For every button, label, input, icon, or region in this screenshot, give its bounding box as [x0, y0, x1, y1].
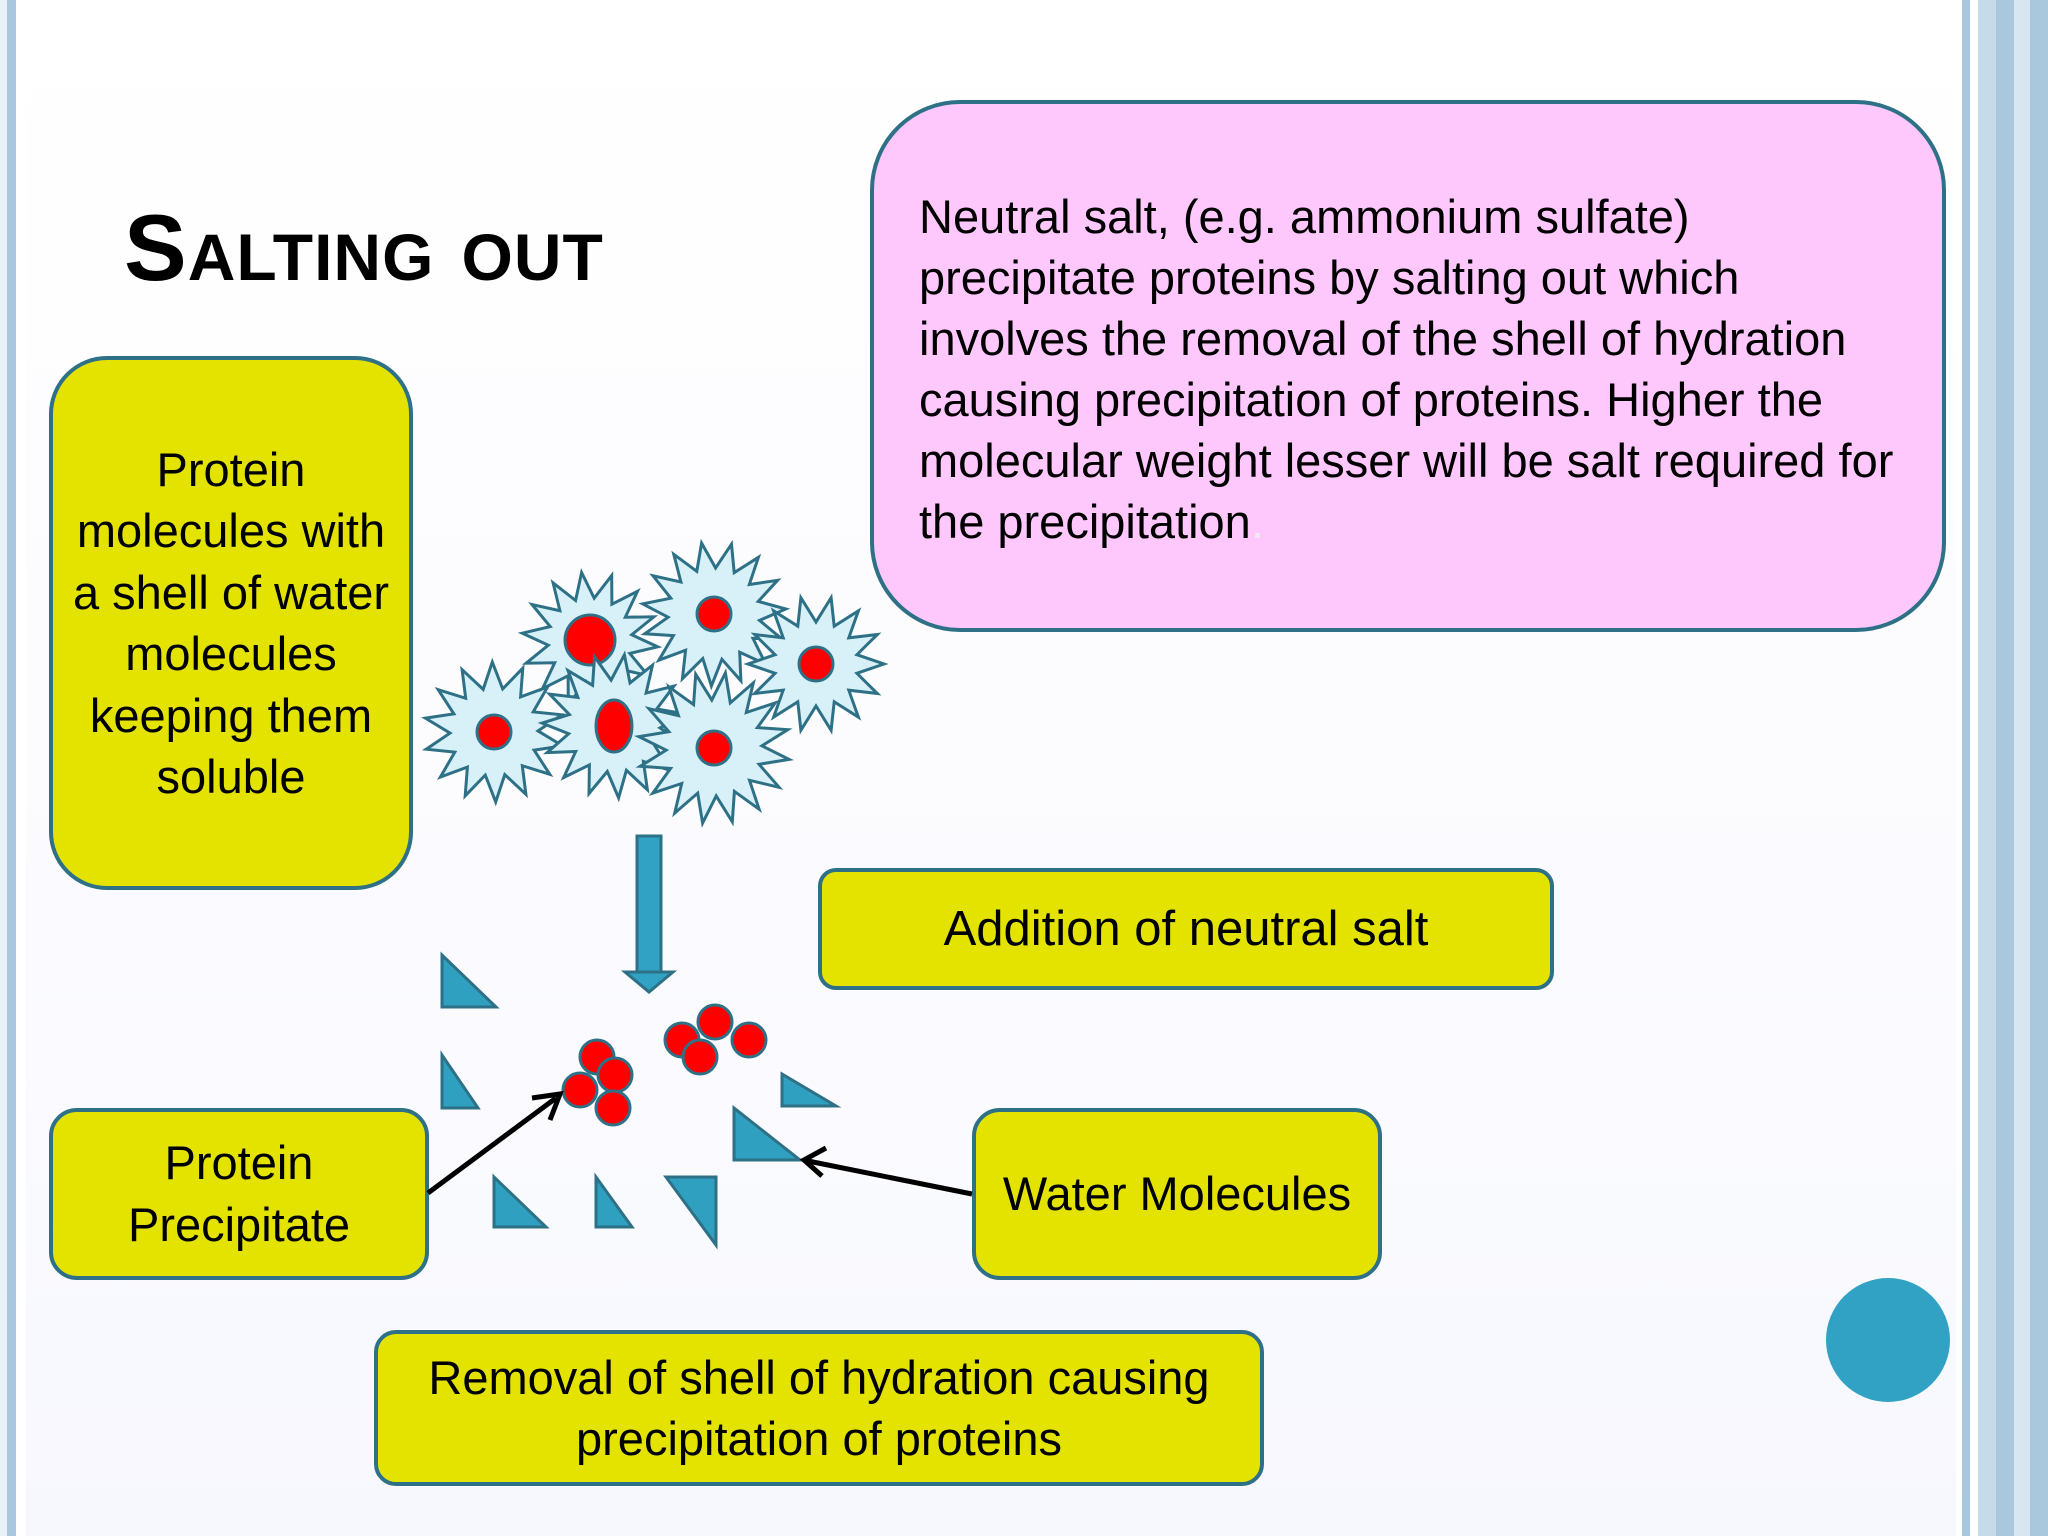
protein-core-icon	[695, 729, 733, 767]
hydrated-protein	[634, 668, 794, 828]
protein-precipitate-clusters	[561, 1003, 768, 1127]
water-molecule-icon	[440, 951, 500, 1009]
water-molecule-icon	[732, 1104, 805, 1162]
protein-core-icon	[594, 698, 634, 754]
free-water-molecules	[440, 951, 842, 1250]
precipitated-protein-icon	[681, 1038, 719, 1076]
label-addition-of-salt: Addition of neutral salt	[818, 868, 1554, 990]
description-box: Neutral salt, (e.g. ammonium sulfate) pr…	[870, 100, 1946, 632]
decorative-circle	[1826, 1278, 1950, 1402]
precipitated-protein-icon	[730, 1021, 768, 1059]
hydrated-protein	[743, 593, 889, 735]
protein-core-icon	[695, 595, 733, 633]
hydrated-protein-cluster	[421, 538, 889, 828]
description-body: Neutral salt, (e.g. ammonium sulfate) pr…	[919, 190, 1894, 548]
slide-title: Salting out	[124, 195, 604, 300]
hydrated-protein	[421, 657, 567, 807]
protein-core-icon	[797, 645, 835, 683]
label-precipitate-text: Protein Precipitate	[127, 1136, 351, 1251]
down-arrow-icon	[620, 834, 678, 994]
precipitated-protein-icon	[594, 1089, 632, 1127]
label-water-molecules: Water Molecules	[972, 1108, 1382, 1280]
precipitated-protein-icon	[561, 1071, 599, 1109]
label-protein-precipitate: Protein Precipitate	[49, 1108, 429, 1280]
water-molecule-icon	[780, 1071, 842, 1108]
hydrated-protein	[638, 538, 791, 691]
water-molecule-icon	[440, 1050, 481, 1110]
label-shell-of-water: Protein molecules with a shell of water …	[49, 356, 413, 890]
left-border-stripes	[0, 0, 26, 1536]
right-border-stripes	[1956, 0, 2048, 1536]
precipitated-protein-icon	[696, 1003, 734, 1041]
label-water-text: Water Molecules	[1002, 1167, 1352, 1220]
water-molecule-icon	[492, 1173, 550, 1229]
label-removal-of-shell: Removal of shell of hydration causing pr…	[374, 1330, 1264, 1486]
water-pointer-arrow-icon	[799, 1145, 973, 1197]
protein-core-icon	[563, 613, 617, 667]
label-removal-text: Removal of shell of hydration causing pr…	[428, 1351, 1210, 1465]
description-text: Neutral salt, (e.g. ammonium sulfate) pr…	[919, 186, 1902, 552]
label-addition-text: Addition of neutral salt	[943, 902, 1429, 956]
label-shell-text: Protein molecules with a shell of water …	[72, 442, 390, 804]
precipitated-protein-icon	[596, 1056, 634, 1094]
water-molecule-icon	[663, 1175, 718, 1250]
precipitate-pointer-arrow-icon	[426, 1090, 564, 1196]
water-molecule-icon	[594, 1172, 635, 1229]
description-trailing-mark: .	[1250, 495, 1264, 548]
protein-core-icon	[475, 713, 513, 751]
